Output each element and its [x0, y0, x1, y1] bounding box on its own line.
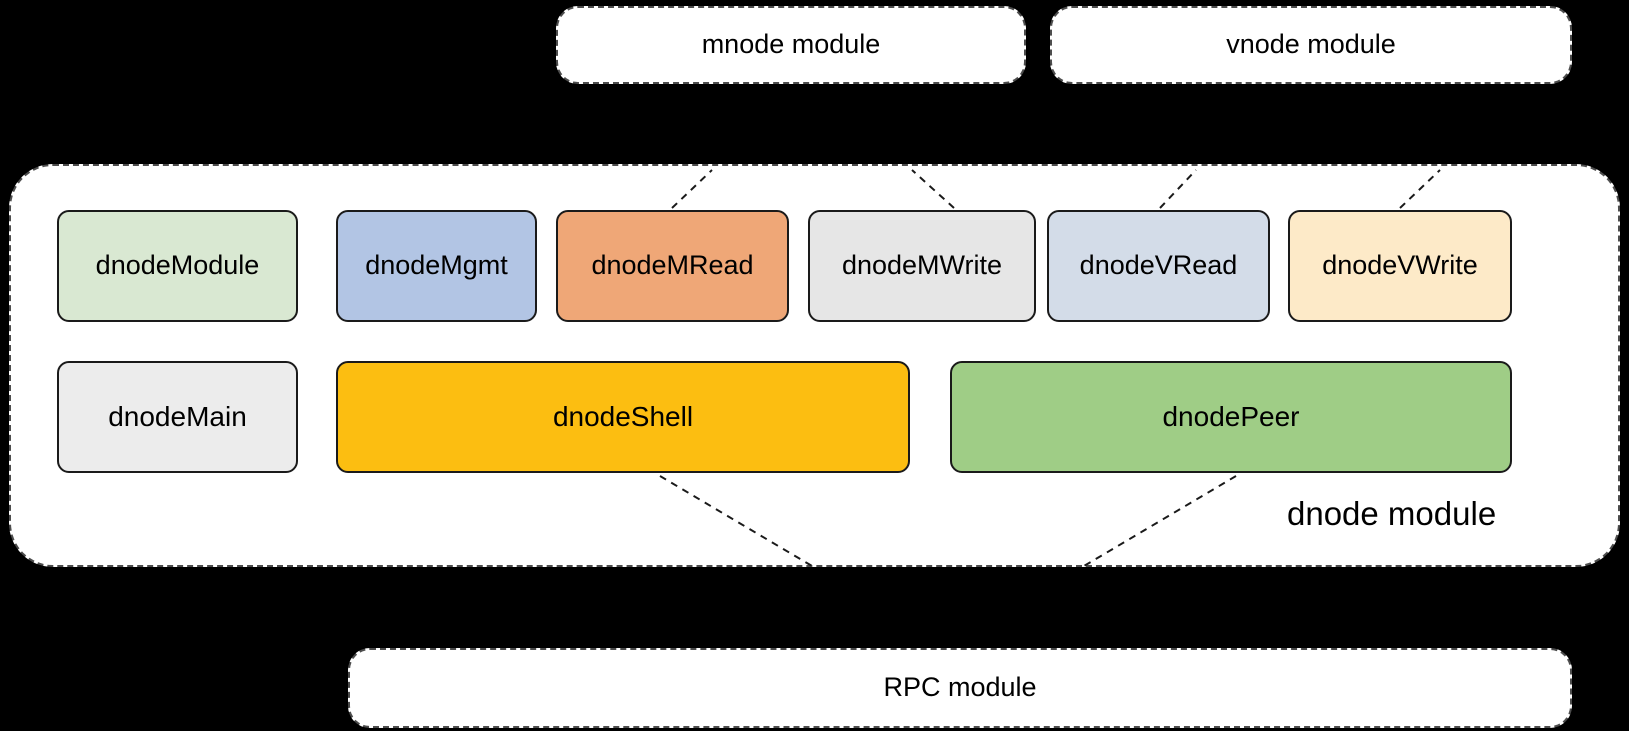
dnodeModule-label: dnodeModule [95, 250, 260, 281]
dnodeMWrite-label: dnodeMWrite [841, 250, 1003, 281]
dnode-peer-box[interactable]: dnodePeer [950, 361, 1512, 473]
dnodeMgmt-label: dnodeMgmt [365, 250, 508, 281]
mnode-module-box[interactable]: mnode module [556, 6, 1026, 84]
dnode-vread-box[interactable]: dnodeVRead [1047, 210, 1270, 322]
dnodeShell-label: dnodeShell [552, 400, 694, 432]
dnode-shell-box[interactable]: dnodeShell [336, 361, 910, 473]
dnode-module-box-item[interactable]: dnodeModule [57, 210, 298, 322]
dnode-mwrite-box[interactable]: dnodeMWrite [808, 210, 1036, 322]
rpc-module-label: RPC module [883, 672, 1037, 703]
dnode-main-box[interactable]: dnodeMain [57, 361, 298, 473]
dnodeMRead-label: dnodeMRead [591, 250, 754, 281]
dnodeMain-label: dnodeMain [108, 400, 247, 432]
vnode-module-box[interactable]: vnode module [1050, 6, 1572, 84]
dnode-module-label: dnode module [1287, 495, 1497, 532]
dnode-mread-box[interactable]: dnodeMRead [556, 210, 789, 322]
dnode-mgmt-box[interactable]: dnodeMgmt [336, 210, 537, 322]
vnode-module-label: vnode module [1226, 29, 1396, 60]
dnode-vwrite-box[interactable]: dnodeVWrite [1288, 210, 1512, 322]
dnodePeer-label: dnodePeer [1162, 400, 1300, 432]
dnodeVWrite-label: dnodeVWrite [1322, 250, 1478, 281]
mnode-module-label: mnode module [701, 29, 881, 60]
rpc-module-box[interactable]: RPC module [348, 648, 1572, 728]
dnodeVRead-label: dnodeVRead [1079, 250, 1238, 281]
